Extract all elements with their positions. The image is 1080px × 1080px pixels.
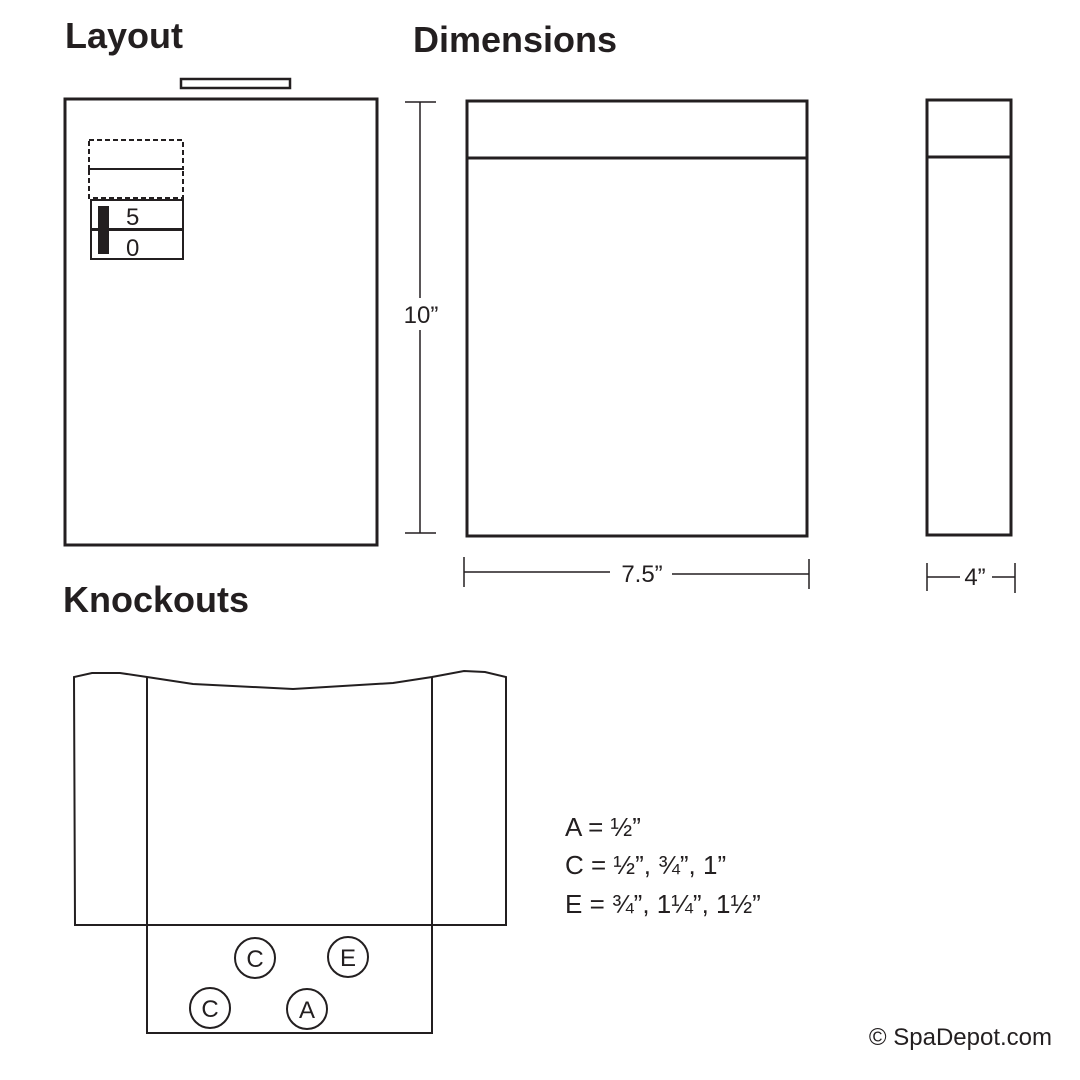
depth-dimension: 4” [926, 563, 1016, 593]
panel-outline [63, 97, 379, 547]
knockout-legend: A = ½” C = ½”, ¾”, 1” E = ¾”, 1¼”, 1½” [565, 812, 761, 919]
knockout-unfolded-view: C E C A [72, 669, 507, 1034]
layout-panel: 5 0 [63, 77, 379, 547]
breaker-handle [98, 206, 109, 254]
breaker-label: 0 [126, 235, 139, 262]
legend-c: C = ½”, ¾”, 1” [565, 850, 726, 880]
svg-text:E: E [340, 945, 356, 972]
knockout-a: A [286, 988, 328, 1030]
side-view [925, 98, 1013, 537]
copyright: © SpaDepot.com [869, 1024, 1052, 1051]
svg-text:A: A [299, 997, 315, 1024]
legend-e: E = ¾”, 1¼”, 1½” [565, 889, 761, 919]
panel-top-tab [179, 77, 292, 90]
layout-heading: Layout [65, 15, 183, 56]
depth-label: 4” [964, 564, 985, 591]
empty-breaker-slot [88, 168, 184, 199]
knockouts-heading: Knockouts [63, 579, 249, 620]
svg-text:C: C [246, 946, 263, 973]
height-dimension: 10” [404, 101, 439, 534]
width-label: 7.5” [621, 561, 662, 588]
front-view [465, 99, 809, 538]
empty-breaker-slot [88, 139, 184, 170]
breaker-slot [90, 229, 184, 260]
dimensions-heading: Dimensions [413, 19, 617, 60]
knockout-c: C [234, 937, 276, 979]
height-label: 10” [404, 302, 439, 329]
knockout-e: E [327, 936, 369, 978]
svg-text:C: C [201, 996, 218, 1023]
breaker-label: 5 [126, 204, 139, 231]
knockout-c: C [189, 987, 231, 1029]
width-dimension: 7.5” [463, 557, 810, 589]
legend-a: A = ½” [565, 812, 641, 842]
